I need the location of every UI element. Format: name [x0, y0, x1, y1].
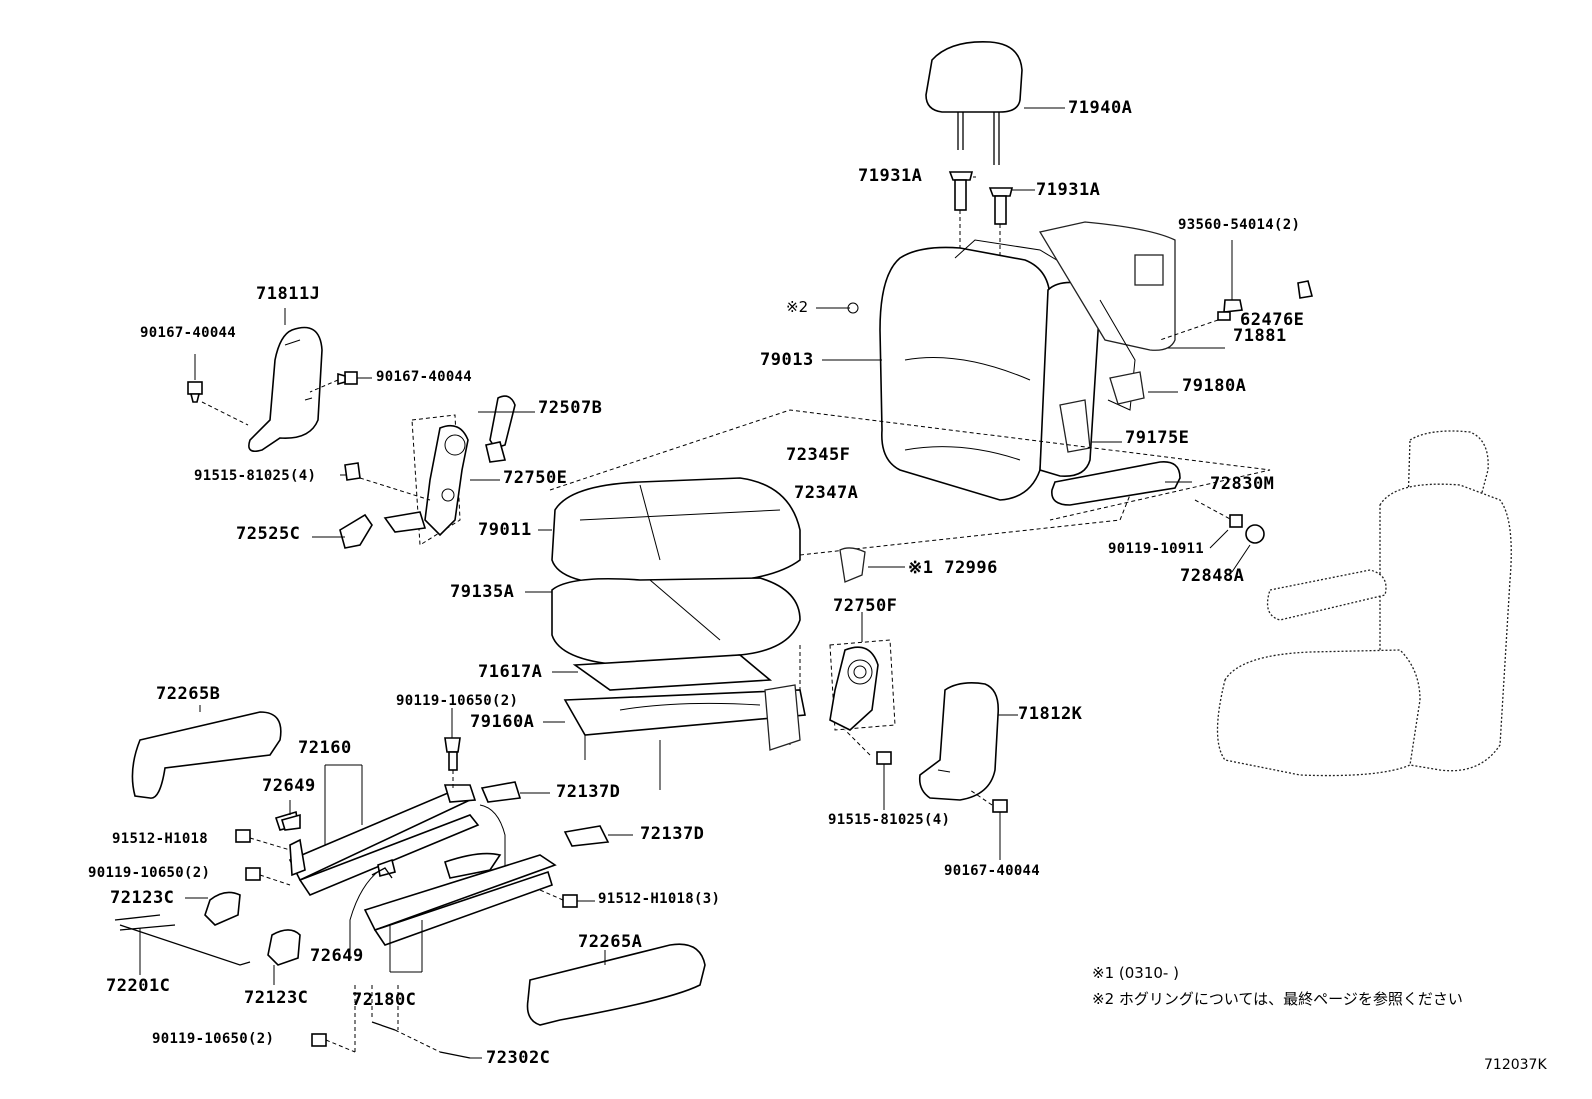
bolt-93560-drawing — [1159, 240, 1243, 341]
label-72137D-right: 72137D — [640, 824, 705, 844]
label-72750F: 72750F — [833, 596, 898, 616]
label-79013: 79013 — [760, 350, 814, 370]
label-72123C-bottom: 72123C — [244, 988, 309, 1008]
label-71931A-left: 71931A — [858, 166, 923, 186]
label-79175E: 79175E — [1125, 428, 1190, 448]
track-72180C-drawing — [349, 852, 557, 955]
label-62476E: 62476E — [1240, 310, 1305, 330]
label-90119-10650-top: 90119-10650(2) — [396, 693, 519, 709]
label-90119-10650-bottom: 90119-10650(2) — [152, 1031, 275, 1047]
bolt-91515-l — [340, 462, 431, 501]
label-71812K: 71812K — [1018, 704, 1083, 724]
label-71931A-right: 71931A — [1036, 180, 1101, 200]
label-72265A: 72265A — [578, 932, 643, 952]
label-72830M: 72830M — [1210, 474, 1275, 494]
label-93560-54014: 93560-54014(2) — [1178, 217, 1301, 233]
headrest-drawing — [925, 41, 1023, 165]
label-90119-10650-mid: 90119-10650(2) — [88, 865, 211, 881]
bolt-90167-tl — [187, 354, 249, 426]
label-72750E: 72750E — [503, 468, 568, 488]
figure-id: 712037K — [1484, 1057, 1547, 1073]
label-72649-top: 72649 — [262, 776, 316, 796]
label-71617A: 71617A — [478, 662, 543, 682]
label-90167-40044-topleft: 90167-40044 — [140, 325, 237, 341]
label-71940A: 71940A — [1068, 98, 1133, 118]
seat-overview-drawing — [1216, 430, 1512, 777]
label-72649-bottom: 72649 — [310, 946, 364, 966]
label-72137D-left: 72137D — [556, 782, 621, 802]
label-91512-H1018-left: 91512-H1018 — [112, 831, 209, 847]
label-79011: 79011 — [478, 520, 532, 540]
label-72302C: 72302C — [486, 1048, 551, 1068]
label-91512-H1018-right: 91512-H1018(3) — [598, 891, 721, 907]
label-72507B: 72507B — [538, 398, 603, 418]
label-71881: 71881 — [1233, 326, 1287, 346]
seat-cushion-drawing — [551, 477, 806, 790]
spring-72302C-drawing — [371, 985, 482, 1059]
footnote-1: ※1 (0310- ) — [1092, 964, 1179, 982]
label-91515-81025-right: 91515-81025(4) — [828, 812, 951, 828]
clip-72137D-l — [480, 781, 550, 803]
label-72996: ※1 72996 — [908, 558, 998, 578]
label-72345F: 72345F — [786, 445, 851, 465]
cover-71811J-drawing — [248, 326, 323, 453]
bolt-90119-10650-bot — [311, 985, 356, 1053]
rod-72201C-drawing — [114, 914, 251, 975]
label-79160A: 79160A — [470, 712, 535, 732]
label-90119-10911: 90119-10911 — [1108, 541, 1205, 557]
label-91515-81025-left: 91515-81025(4) — [194, 468, 317, 484]
mark-2: ※2 — [786, 298, 809, 316]
label-72123C-top: 72123C — [110, 888, 175, 908]
label-72265B: 72265B — [156, 684, 221, 704]
label-90167-40044-topright: 90167-40044 — [376, 369, 473, 385]
label-72848A: 72848A — [1180, 566, 1245, 586]
clip-72137D-r — [563, 825, 633, 847]
bolt-90119-10911 — [1194, 499, 1265, 573]
bolt-91512-l — [235, 829, 291, 851]
bolt-91512-r — [539, 889, 595, 908]
armrest-72830M-drawing — [1051, 461, 1192, 506]
bolt-90119-10650-top — [444, 708, 461, 790]
bolt-90119-10650-mid — [245, 867, 291, 886]
footnote-2: ※2 ホグリングについては、最終ページを参照ください — [1092, 990, 1463, 1008]
label-71811J: 71811J — [256, 284, 321, 304]
label-72160: 72160 — [298, 738, 352, 758]
label-90167-40044-bottomright: 90167-40044 — [944, 863, 1041, 879]
armrest-72265A-drawing — [526, 943, 706, 1026]
label-72525C: 72525C — [236, 524, 301, 544]
label-79180A: 79180A — [1182, 376, 1247, 396]
label-72180C: 72180C — [352, 990, 417, 1010]
recliner-left-drawing — [339, 395, 516, 549]
label-72347A: 72347A — [794, 483, 859, 503]
recliner-right-drawing — [799, 547, 896, 731]
track-72160-drawing — [274, 784, 506, 896]
armrest-72265B-drawing — [131, 705, 282, 799]
bolt-90167-tr — [309, 371, 372, 393]
label-79135A: 79135A — [450, 582, 515, 602]
cover-71812K-drawing — [918, 682, 1000, 801]
label-72201C: 72201C — [106, 976, 171, 996]
bolt-91515-r — [844, 729, 892, 810]
bolt-90167-br — [969, 789, 1008, 860]
seatback-drawing — [879, 221, 1176, 501]
